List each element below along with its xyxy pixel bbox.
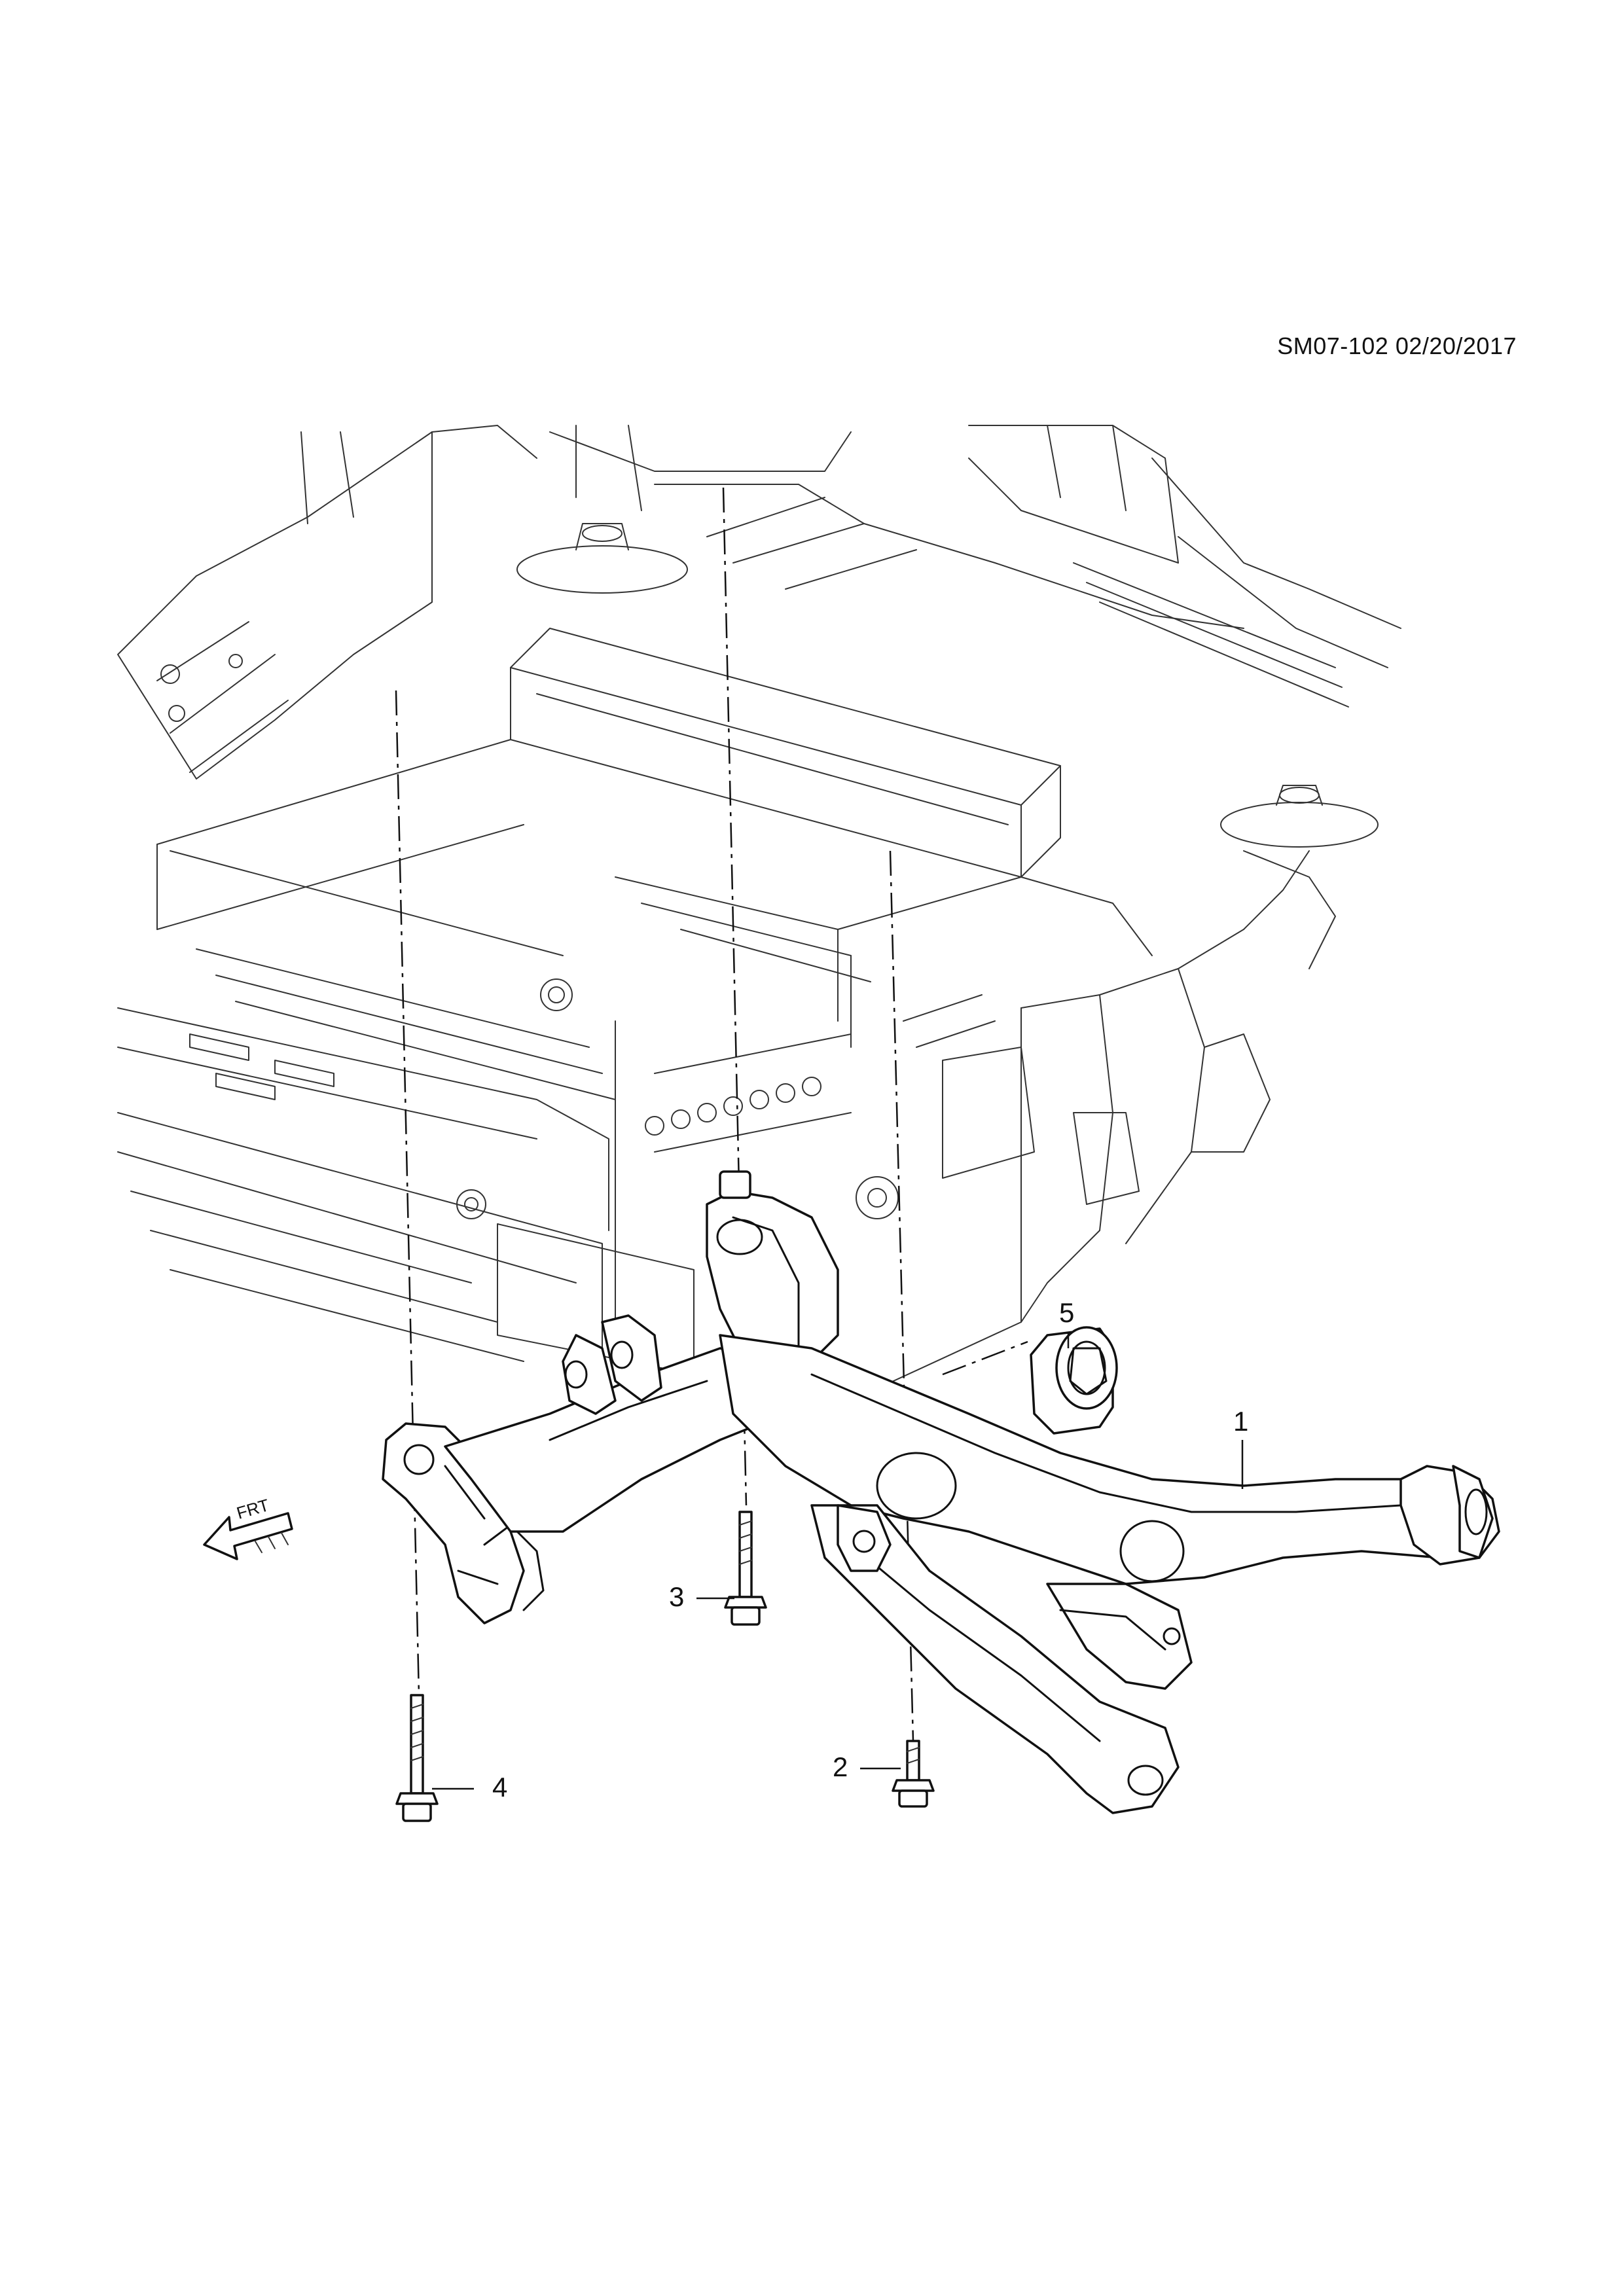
document-id: SM07-102 02/20/2017 (1277, 332, 1517, 359)
subframe-bushing (1030, 1326, 1118, 1435)
front-direction-arrow (203, 1512, 293, 1560)
callout-3: 3 (669, 1581, 685, 1612)
rear-subframe (382, 1170, 1500, 1814)
bolt-2 (892, 1740, 935, 1808)
leader-lines (432, 1332, 1244, 1790)
callout-2: 2 (833, 1751, 848, 1782)
alignment-line-right (889, 850, 914, 1742)
bolt-3 (724, 1511, 767, 1626)
vehicle-underbody (117, 425, 1401, 1401)
alignment-line-bushing (942, 1340, 1028, 1376)
callout-4: 4 (492, 1772, 508, 1803)
callout-5: 5 (1059, 1297, 1075, 1328)
bolt-4 (395, 1694, 439, 1822)
callout-1: 1 (1233, 1406, 1249, 1437)
